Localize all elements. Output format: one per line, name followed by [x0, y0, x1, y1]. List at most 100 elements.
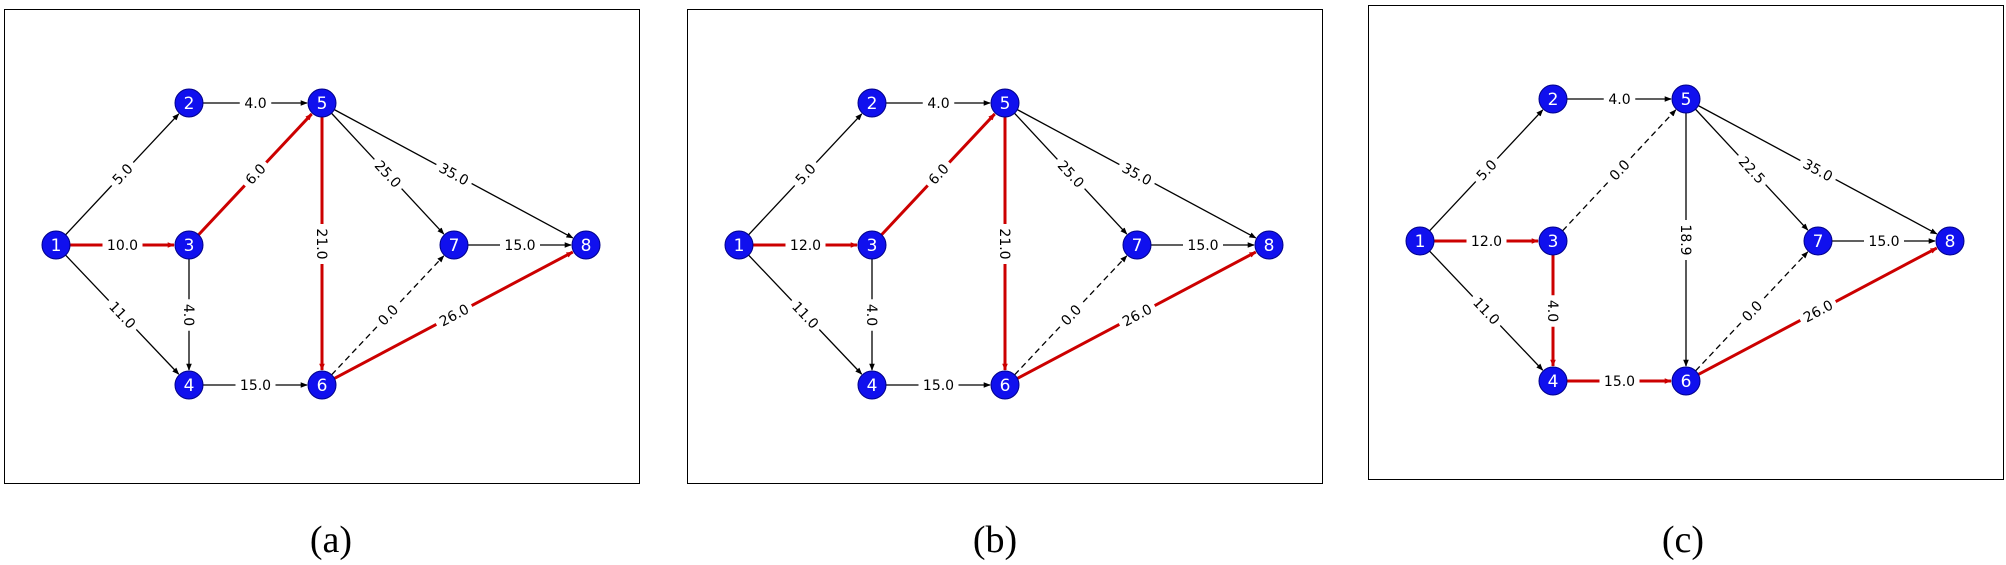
edge-label-3-4: 4.0 [180, 299, 198, 331]
node-2: 2 [174, 88, 204, 118]
svg-text:4.0: 4.0 [244, 96, 266, 112]
svg-text:2: 2 [1548, 90, 1559, 110]
svg-text:8: 8 [581, 236, 592, 256]
svg-text:6: 6 [1681, 372, 1692, 392]
node-7: 7 [1803, 226, 1833, 256]
node-2: 2 [1538, 84, 1568, 114]
edge-label-6-8: 26.0 [1115, 297, 1159, 333]
svg-text:35.0: 35.0 [436, 160, 471, 189]
svg-text:12.0: 12.0 [1471, 234, 1502, 250]
edge-label-4-6: 15.0 [235, 376, 276, 394]
svg-text:2: 2 [867, 94, 878, 114]
node-1: 1 [1405, 226, 1435, 256]
node-4: 4 [857, 370, 887, 400]
edge-label-6-8: 26.0 [1796, 293, 1840, 329]
svg-text:3: 3 [184, 236, 195, 256]
svg-text:5: 5 [317, 94, 328, 114]
node-1: 1 [724, 230, 754, 260]
svg-text:4.0: 4.0 [927, 96, 949, 112]
edge-label-6-8: 26.0 [432, 297, 476, 333]
svg-text:15.0: 15.0 [1604, 374, 1635, 390]
edge-label-1-3: 12.0 [1466, 232, 1507, 250]
svg-text:3: 3 [1548, 232, 1559, 252]
svg-text:35.0: 35.0 [1119, 160, 1154, 189]
edge-label-4-6: 15.0 [918, 376, 959, 394]
node-5: 5 [990, 88, 1020, 118]
caption-b: (b) [972, 519, 1018, 561]
edge-label-5-8: 35.0 [432, 156, 476, 192]
svg-text:35.0: 35.0 [1800, 156, 1835, 185]
node-7: 7 [439, 230, 469, 260]
svg-text:15.0: 15.0 [504, 238, 535, 254]
edge-label-7-8: 15.0 [1183, 236, 1223, 254]
edge-label-7-8: 15.0 [500, 236, 540, 254]
node-8: 8 [1935, 226, 1965, 256]
svg-text:1: 1 [734, 236, 745, 256]
edge-label-5-6: 18.9 [1677, 220, 1695, 260]
svg-text:26.0: 26.0 [1120, 302, 1155, 331]
svg-text:26.0: 26.0 [1801, 298, 1836, 327]
svg-text:1: 1 [1415, 232, 1426, 252]
svg-text:7: 7 [1813, 232, 1824, 252]
svg-text:8: 8 [1264, 236, 1275, 256]
node-6: 6 [307, 370, 337, 400]
node-6: 6 [1671, 366, 1701, 396]
edge-label-3-4: 4.0 [863, 299, 881, 331]
edge-label-1-3: 12.0 [785, 236, 826, 254]
svg-text:12.0: 12.0 [790, 238, 821, 254]
edge-label-5-6: 21.0 [996, 224, 1014, 264]
node-7: 7 [1122, 230, 1152, 260]
edge-label-5-8: 35.0 [1796, 152, 1840, 188]
edge-label-5-8: 35.0 [1115, 156, 1159, 192]
node-6: 6 [990, 370, 1020, 400]
svg-text:4: 4 [184, 376, 195, 396]
node-8: 8 [571, 230, 601, 260]
svg-text:15.0: 15.0 [923, 378, 954, 394]
svg-text:4: 4 [1548, 372, 1559, 392]
edge-label-2-5: 4.0 [922, 94, 955, 112]
node-5: 5 [1671, 84, 1701, 114]
node-5: 5 [307, 88, 337, 118]
svg-text:7: 7 [1132, 236, 1143, 256]
svg-text:1: 1 [51, 236, 62, 256]
svg-text:5: 5 [1000, 94, 1011, 114]
caption-c: (c) [1661, 519, 1705, 561]
svg-text:5: 5 [1681, 90, 1692, 110]
svg-text:2: 2 [184, 94, 195, 114]
node-4: 4 [1538, 366, 1568, 396]
edge-label-3-4: 4.0 [1544, 295, 1562, 327]
svg-text:15.0: 15.0 [240, 378, 271, 394]
node-1: 1 [41, 230, 71, 260]
edge-label-5-6: 21.0 [313, 224, 331, 264]
svg-text:21.0: 21.0 [313, 228, 329, 259]
node-3: 3 [857, 230, 887, 260]
svg-text:7: 7 [449, 236, 460, 256]
node-3: 3 [1538, 226, 1568, 256]
svg-text:26.0: 26.0 [437, 302, 472, 331]
svg-text:4.0: 4.0 [1544, 300, 1560, 322]
svg-text:15.0: 15.0 [1187, 238, 1218, 254]
node-4: 4 [174, 370, 204, 400]
node-2: 2 [857, 88, 887, 118]
edge-label-1-3: 10.0 [102, 236, 143, 254]
svg-text:4.0: 4.0 [863, 304, 879, 326]
node-3: 3 [174, 230, 204, 260]
svg-text:3: 3 [867, 236, 878, 256]
svg-text:18.9: 18.9 [1677, 224, 1693, 255]
edge-label-2-5: 4.0 [1603, 90, 1636, 108]
svg-text:8: 8 [1945, 232, 1956, 252]
edge-label-4-6: 15.0 [1599, 372, 1640, 390]
svg-text:21.0: 21.0 [996, 228, 1012, 259]
svg-text:6: 6 [1000, 376, 1011, 396]
svg-text:15.0: 15.0 [1868, 234, 1899, 250]
svg-text:6: 6 [317, 376, 328, 396]
edge-label-7-8: 15.0 [1864, 232, 1904, 250]
svg-text:10.0: 10.0 [107, 238, 138, 254]
svg-text:4.0: 4.0 [1608, 92, 1630, 108]
